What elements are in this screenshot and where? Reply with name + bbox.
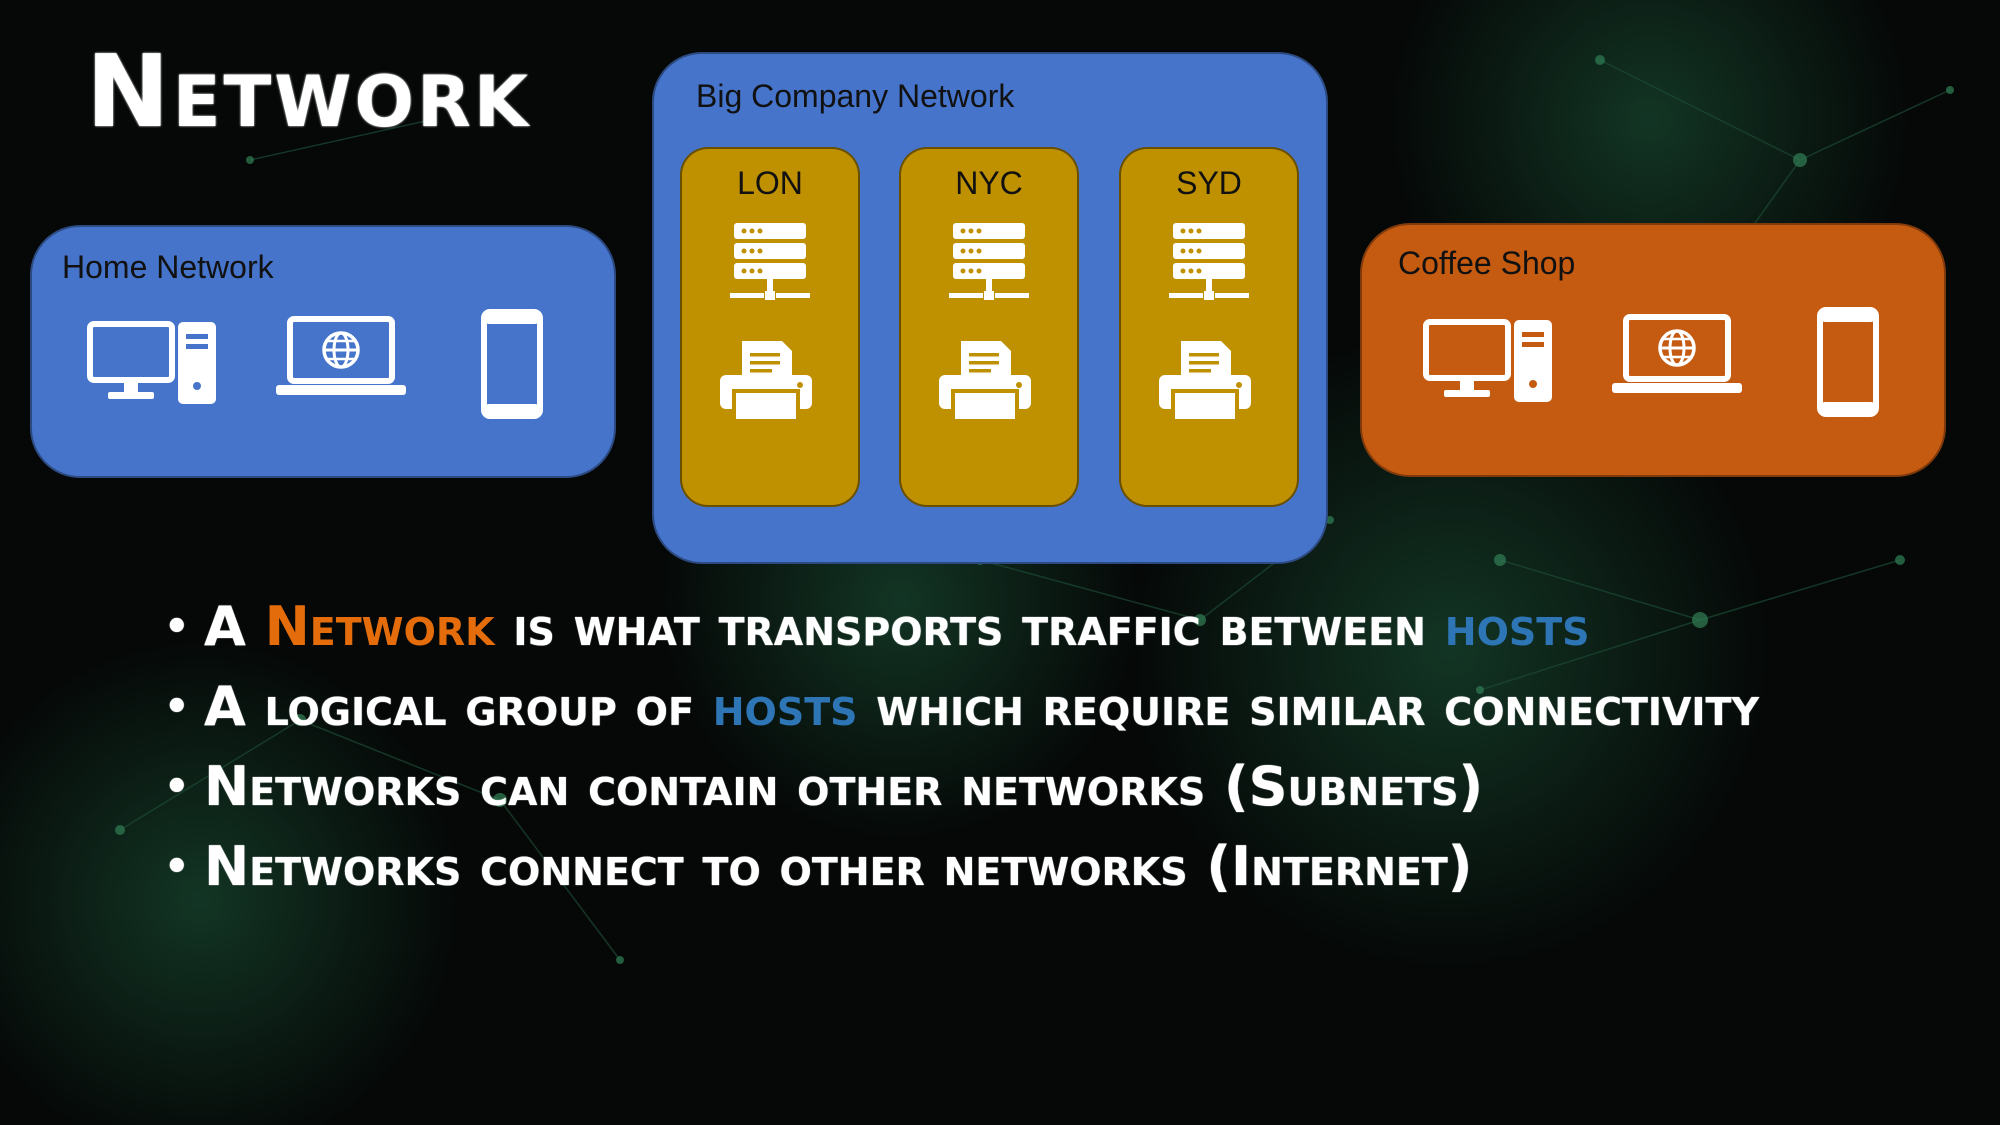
phone-icon <box>481 309 543 419</box>
home-network-box: Home Network <box>30 225 616 478</box>
big-company-network-label: Big Company Network <box>696 78 1015 114</box>
bullet-list: • A Network is what transports traffic be… <box>160 598 1860 918</box>
bullet-text: is what transports traffic between <box>494 595 1445 658</box>
server-icon <box>949 223 1029 300</box>
big-company-network-box: Big Company Network LON NYC <box>652 52 1328 564</box>
coffee-shop-network-box: Coffee Shop <box>1360 223 1946 477</box>
bullet-text: Networks connect to other networks (Inte… <box>204 835 1473 898</box>
home-network-label: Home Network <box>62 249 274 285</box>
bullet-dot: • <box>164 844 190 890</box>
bullet-dot: • <box>164 764 190 810</box>
site-label: SYD <box>1176 165 1242 201</box>
bullet-dot: • <box>164 684 190 730</box>
site-syd: SYD <box>1119 147 1299 507</box>
server-icon <box>730 223 810 300</box>
desktop-icon <box>87 321 216 404</box>
bullet-text: which require similar connectivity <box>857 675 1759 738</box>
bullet-text: Networks can contain other networks (Sub… <box>204 755 1484 818</box>
site-lon: LON <box>680 147 860 507</box>
laptop-icon <box>1612 314 1742 393</box>
bullet-text: A logical group of <box>204 675 713 738</box>
printer-icon <box>1159 341 1251 423</box>
bullet-text: A <box>204 595 265 658</box>
site-label: NYC <box>955 165 1023 201</box>
bullet-item: • A logical group of hosts which require … <box>160 678 1860 736</box>
bullet-item: • Networks connect to other networks (Int… <box>160 838 1860 896</box>
phone-icon <box>1817 307 1879 417</box>
slide-title: Network <box>86 33 532 150</box>
laptop-icon <box>276 316 406 395</box>
keyword-network: Network <box>264 595 495 658</box>
bullet-item: • A Network is what transports traffic be… <box>160 598 1860 656</box>
keyword-hosts: hosts <box>712 675 858 738</box>
desktop-icon <box>1423 319 1552 402</box>
server-icon <box>1169 223 1249 300</box>
bullet-item: • Networks can contain other networks (Su… <box>160 758 1860 816</box>
printer-icon <box>720 341 812 423</box>
keyword-hosts: hosts <box>1444 595 1590 658</box>
coffee-shop-label: Coffee Shop <box>1398 245 1576 281</box>
site-nyc: NYC <box>899 147 1079 507</box>
bullet-dot: • <box>164 604 190 650</box>
printer-icon <box>939 341 1031 423</box>
site-label: LON <box>737 165 803 201</box>
